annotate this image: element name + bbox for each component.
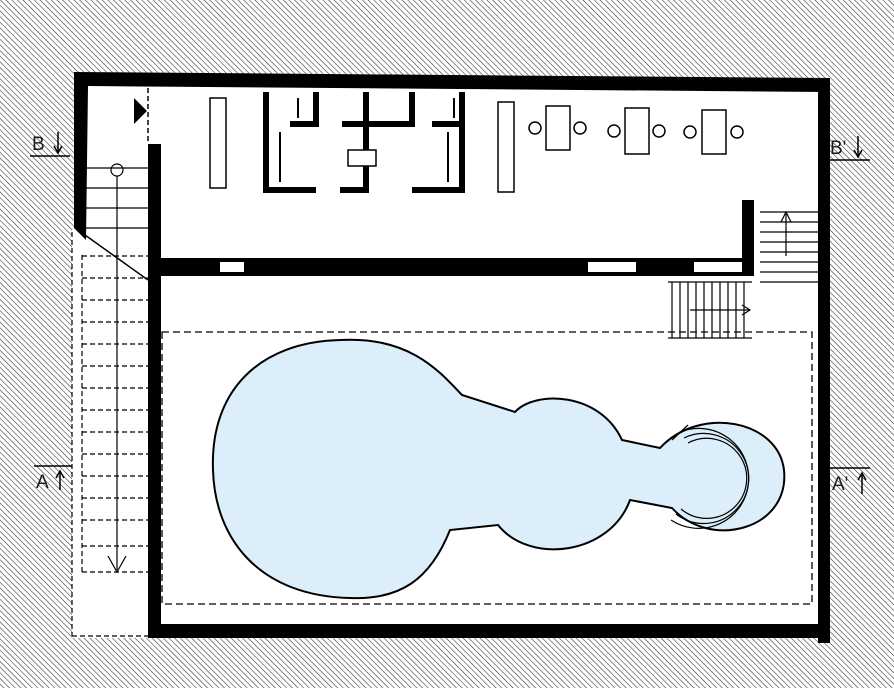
cabin-benches xyxy=(279,98,455,182)
section-marker-b-right: B' xyxy=(828,136,870,161)
pool-steps xyxy=(670,424,750,529)
pool-stair xyxy=(668,281,752,339)
pool-deck-outline xyxy=(161,331,813,605)
section-marker-b-left: B xyxy=(30,132,70,157)
staircase-right-upper xyxy=(760,210,818,283)
bench-left xyxy=(209,97,227,189)
section-label-a: A xyxy=(36,472,49,493)
pool xyxy=(211,338,786,600)
bench-right xyxy=(497,101,515,193)
section-marker-a-right: A' xyxy=(830,467,870,495)
section-label-b-prime: B' xyxy=(830,138,846,159)
dividing-wall xyxy=(150,200,754,276)
section-label-a-prime: A' xyxy=(832,474,848,495)
entry-door xyxy=(134,88,149,144)
cafe-tables xyxy=(528,105,744,155)
section-marker-a-left: A xyxy=(34,465,72,493)
section-label-b: B xyxy=(32,134,45,155)
staircase-below xyxy=(71,232,148,637)
